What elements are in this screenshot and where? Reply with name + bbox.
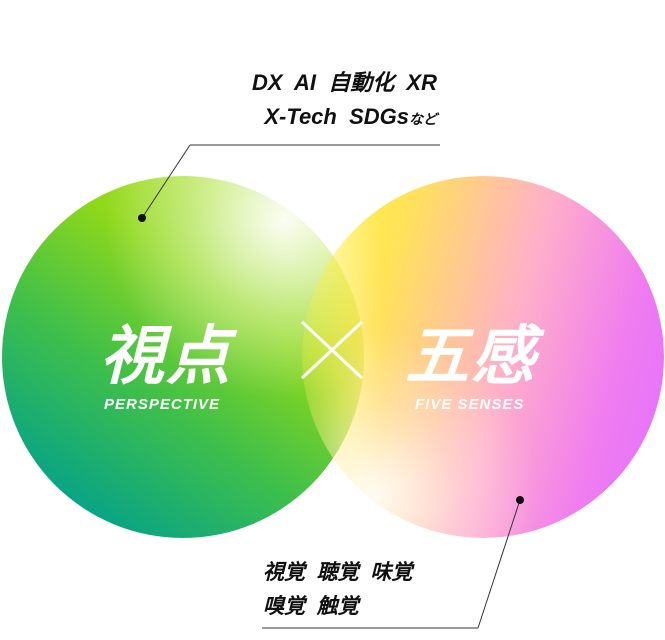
bottom-leader-dot	[516, 496, 524, 504]
five-senses-circle	[302, 176, 664, 538]
top-leader-line	[141, 144, 191, 219]
cross-symbol-stroke2	[300, 320, 364, 380]
top-leader-dot	[138, 214, 146, 222]
top-note: DX AI 自動化 XR X-Tech SDGsなど	[252, 66, 437, 136]
left-circle-title: 視点	[100, 320, 232, 392]
bottom-note-line2: 嗅覚 触覚	[263, 595, 359, 618]
top-note-line2: X-Tech SDGs	[264, 104, 409, 129]
bottom-note-line1: 視覚 聴覚 味覚	[263, 561, 413, 584]
bottom-leader-line	[477, 499, 521, 629]
left-circle-subtitle: PERSPECTIVE	[104, 396, 221, 413]
top-note-suffix: など	[409, 111, 437, 127]
bottom-note: 視覚 聴覚 味覚 嗅覚 触覚	[263, 556, 412, 624]
right-circle-title: 五感	[405, 320, 537, 392]
top-note-line1: DX AI 自動化 XR	[252, 70, 437, 95]
right-circle-subtitle: FIVE SENSES	[415, 396, 525, 413]
